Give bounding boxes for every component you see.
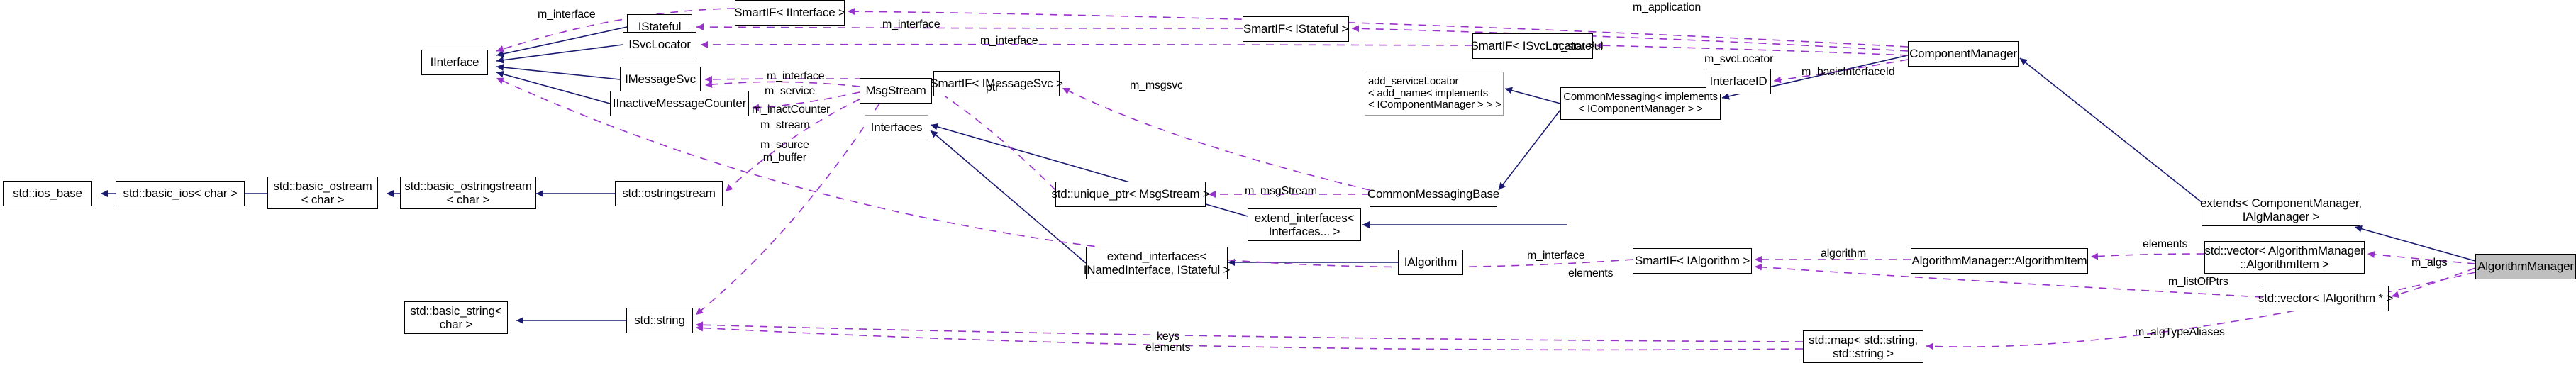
edge-label-m-stateful: m_stateful [1552, 40, 1603, 52]
edge-label-m-inactcounter: m_inactCounter [752, 104, 831, 116]
edge-label-m-algs: m_algs [2411, 257, 2448, 269]
node-algorithmmanager-algorithmitem[interactable]: AlgorithmManager::AlgorithmItem [1911, 248, 2088, 274]
node-imessagesvc[interactable]: IMessageSvc [620, 67, 701, 92]
edge-label-elements-1: elements [2143, 238, 2188, 250]
edge-label-m-source-m-buffer: m_source m_buffer [760, 139, 809, 164]
edge-label-m-interface-2: m_interface [980, 35, 1038, 47]
node-smartif-imessagesvc[interactable]: SmartIF< IMessageSvc > [930, 71, 1063, 96]
edge-label-m-application: m_application [1633, 1, 1701, 13]
node-smartif-ialgorithm[interactable]: SmartIF< IAlgorithm > [1633, 248, 1752, 274]
edge-label-m-interface-3: m_interface [767, 70, 825, 82]
node-std-unique-ptr-msgstream[interactable]: std::unique_ptr< MsgStream > [1051, 182, 1210, 207]
edge-label-m-basicinterfaceid: m_basicInterfaceId [1801, 66, 1895, 78]
node-std-ostringstream[interactable]: std::ostringstream [615, 181, 723, 206]
node-smartif-istateful[interactable]: SmartIF< IStateful > [1243, 16, 1349, 42]
node-interfaces[interactable]: Interfaces [865, 115, 928, 140]
node-smartif-iinterface[interactable]: SmartIF< IInterface > [734, 0, 845, 26]
node-std-basic-string-char[interactable]: std::basic_string< char > [404, 301, 508, 334]
edge-label-algorithm: algorithm [1821, 247, 1867, 260]
edge-label-elements-2: elements [1568, 267, 1614, 279]
edge-label-ptr: ptr [986, 82, 999, 94]
edge-label-m-msgsvc: m_msgsvc [1130, 79, 1183, 91]
edge-label-m-msgstream: m_msgStream [1245, 185, 1317, 197]
node-ialgorithm[interactable]: IAlgorithm [1398, 250, 1463, 275]
node-componentmanager[interactable]: ComponentManager [1908, 41, 2019, 67]
edge-label-m-algtypealiases: m_algTypeAliases [2135, 326, 2225, 338]
node-commonmessagingbase[interactable]: CommonMessagingBase [1367, 182, 1499, 207]
edge-label-m-stream: m_stream [760, 119, 810, 131]
node-iinterface[interactable]: IInterface [421, 50, 488, 75]
node-msgstream[interactable]: MsgStream [860, 78, 932, 104]
edge-label-m-svclocator: m_svcLocator [1704, 53, 1774, 65]
edge-label-m-interface-1: m_interface [882, 18, 940, 30]
node-extend-interfaces-pack[interactable]: extend_interfaces< Interfaces... > [1248, 208, 1361, 241]
node-std-vector-algorithmitem[interactable]: std::vector< AlgorithmManager ::Algorith… [2204, 241, 2365, 274]
edge-label-m-listofptrs: m_listOfPtrs [2168, 276, 2228, 288]
edge-label-elements-3: elements [1145, 342, 1191, 354]
node-add-servicelocator[interactable]: add_serviceLocator < add_name< implement… [1365, 72, 1504, 116]
node-extends-componentmanager-ialgmanager[interactable]: extends< ComponentManager, IAlgManager > [2200, 194, 2362, 226]
node-smartif-isvclocator[interactable]: SmartIF< ISvcLocator > [1470, 33, 1595, 59]
node-commonmessaging-implements[interactable]: CommonMessaging< implements < IComponent… [1560, 87, 1721, 120]
edge-label-keys: keys [1157, 330, 1180, 342]
node-std-vector-ialgorithm-ptr[interactable]: std::vector< IAlgorithm * > [2258, 286, 2393, 311]
node-std-string[interactable]: std::string [626, 308, 693, 333]
node-iinactivemessagecounter[interactable]: IInactiveMessageCounter [610, 91, 749, 116]
node-std-ios-base[interactable]: std::ios_base [3, 181, 92, 206]
node-std-basic-ios-char[interactable]: std::basic_ios< char > [116, 181, 245, 206]
node-algorithmmanager[interactable]: AlgorithmManager [2475, 254, 2576, 279]
node-std-map-string-string[interactable]: std::map< std::string, std::string > [1803, 330, 1923, 363]
node-interfaceid[interactable]: InterfaceID [1706, 69, 1771, 94]
node-isvclocator[interactable]: ISvcLocator [623, 32, 696, 57]
edge-label-m-interface-4: m_interface [1527, 250, 1585, 262]
edge-label-m-service: m_service [765, 85, 816, 97]
node-std-basic-ostream-char[interactable]: std::basic_ostream < char > [267, 177, 378, 209]
edge-label-m-interface-top: m_interface [538, 9, 596, 21]
node-std-basic-ostringstream-char[interactable]: std::basic_ostringstream < char > [400, 177, 536, 209]
node-extend-interfaces-named-stateful[interactable]: extend_interfaces< INamedInterface, ISta… [1084, 247, 1230, 279]
